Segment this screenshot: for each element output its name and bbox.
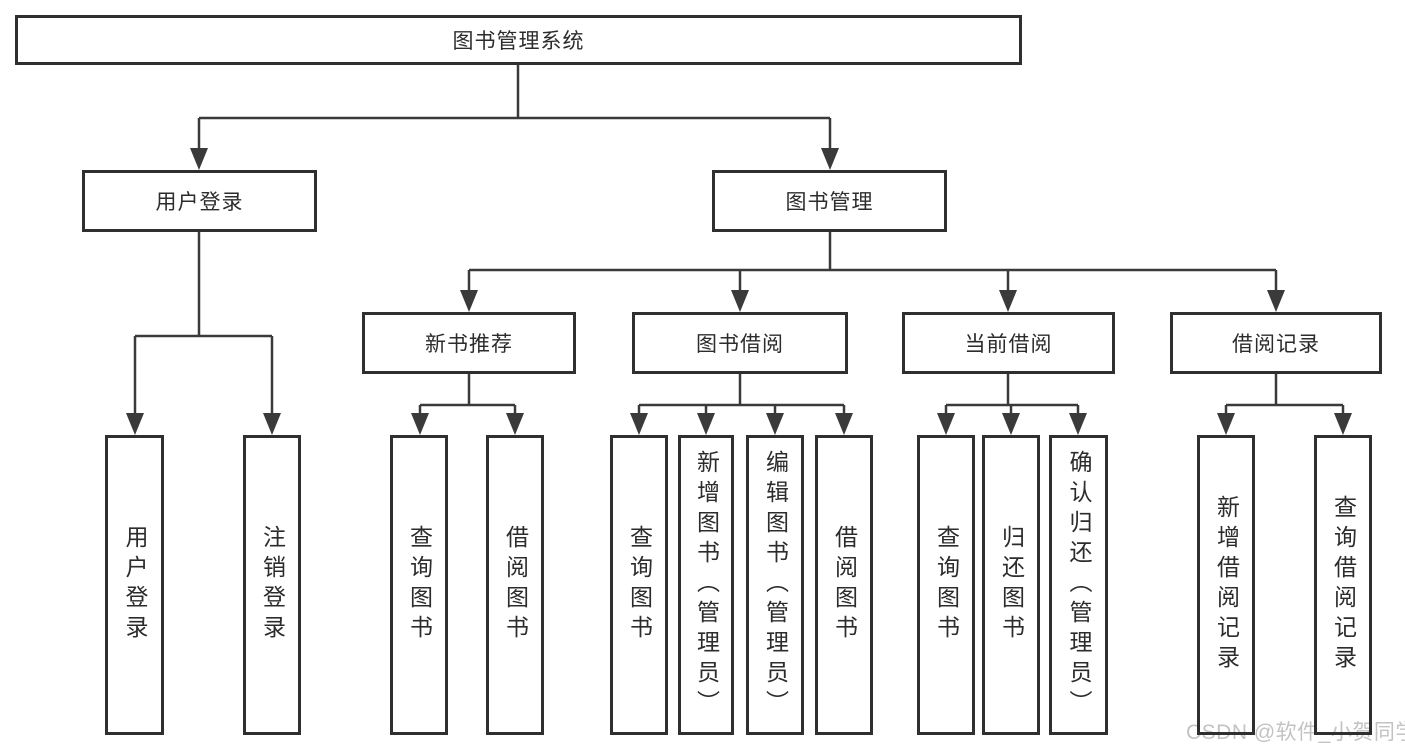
leaf-br-query-record: 查询借阅记录: [1314, 435, 1372, 735]
leaf-cb-return-books-label: 归还图书: [998, 525, 1025, 645]
node-user-login-label: 用户登录: [155, 191, 244, 214]
node-new-book-recommend-label: 新书推荐: [425, 333, 513, 356]
leaf-bb-add-books-admin: 新增图书（管理员）: [678, 435, 734, 735]
arrow-down-icon: [835, 413, 853, 435]
node-root-label: 图书管理系统: [452, 30, 585, 53]
leaf-cb-confirm-return-admin-label: 确认归还（管理员）: [1066, 450, 1092, 720]
leaf-bb-borrow-books-label: 借阅图书: [831, 525, 858, 645]
arrow-down-icon: [731, 290, 749, 312]
node-user-login: 用户登录: [82, 170, 317, 232]
arrow-down-icon: [460, 290, 478, 312]
leaf-logout-label: 注销登录: [259, 525, 286, 645]
leaf-br-query-record-label: 查询借阅记录: [1330, 495, 1357, 675]
arrow-down-icon: [821, 148, 839, 170]
leaf-bb-query-books-label: 查询图书: [626, 525, 653, 645]
node-current-borrow: 当前借阅: [902, 312, 1115, 374]
arrow-down-icon: [630, 413, 648, 435]
node-book-borrow: 图书借阅: [632, 312, 848, 374]
arrow-down-icon: [1002, 413, 1020, 435]
arrow-down-icon: [190, 148, 208, 170]
arrowheads: [126, 148, 1352, 435]
leaf-user-login: 用户登录: [105, 435, 164, 735]
leaf-cb-return-books: 归还图书: [982, 435, 1040, 735]
leaf-cb-confirm-return-admin: 确认归还（管理员）: [1049, 435, 1108, 735]
arrow-down-icon: [1334, 413, 1352, 435]
leaf-nb-query-books: 查询图书: [390, 435, 448, 735]
leaf-bb-edit-books-admin-label: 编辑图书（管理员）: [762, 450, 789, 720]
node-current-borrow-label: 当前借阅: [964, 333, 1053, 356]
leaf-cb-query-books: 查询图书: [917, 435, 975, 735]
arrow-down-icon: [411, 413, 429, 435]
watermark: CSDN @软件_小贺同学: [1186, 721, 1405, 744]
leaf-user-login-label: 用户登录: [122, 525, 148, 645]
leaf-br-add-record-label: 新增借阅记录: [1213, 495, 1240, 675]
leaf-nb-query-books-label: 查询图书: [406, 525, 433, 645]
arrow-down-icon: [126, 413, 144, 435]
leaf-logout: 注销登录: [243, 435, 301, 735]
arrow-down-icon: [937, 413, 955, 435]
leaf-bb-add-books-admin-label: 新增图书（管理员）: [693, 450, 720, 720]
arrow-down-icon: [1069, 413, 1087, 435]
leaf-bb-query-books: 查询图书: [610, 435, 668, 735]
arrow-down-icon: [506, 413, 524, 435]
leaf-br-add-record: 新增借阅记录: [1197, 435, 1255, 735]
arrow-down-icon: [766, 413, 784, 435]
node-book-management: 图书管理: [712, 170, 947, 232]
connector-lines: [133, 64, 1345, 416]
arrow-down-icon: [999, 290, 1017, 312]
node-new-book-recommend: 新书推荐: [362, 312, 576, 374]
node-book-management-label: 图书管理: [785, 191, 874, 214]
leaf-bb-borrow-books: 借阅图书: [815, 435, 873, 735]
node-root: 图书管理系统: [15, 15, 1022, 65]
leaf-bb-edit-books-admin: 编辑图书（管理员）: [746, 435, 804, 735]
leaf-nb-borrow-books: 借阅图书: [486, 435, 544, 735]
arrow-down-icon: [1267, 290, 1285, 312]
arrow-down-icon: [1217, 413, 1235, 435]
leaf-cb-query-books-label: 查询图书: [933, 525, 960, 645]
node-borrow-records: 借阅记录: [1170, 312, 1382, 374]
node-book-borrow-label: 图书借阅: [696, 333, 784, 356]
node-borrow-records-label: 借阅记录: [1232, 333, 1320, 356]
arrow-down-icon: [263, 413, 281, 435]
arrow-down-icon: [697, 413, 715, 435]
leaf-nb-borrow-books-label: 借阅图书: [502, 525, 529, 645]
